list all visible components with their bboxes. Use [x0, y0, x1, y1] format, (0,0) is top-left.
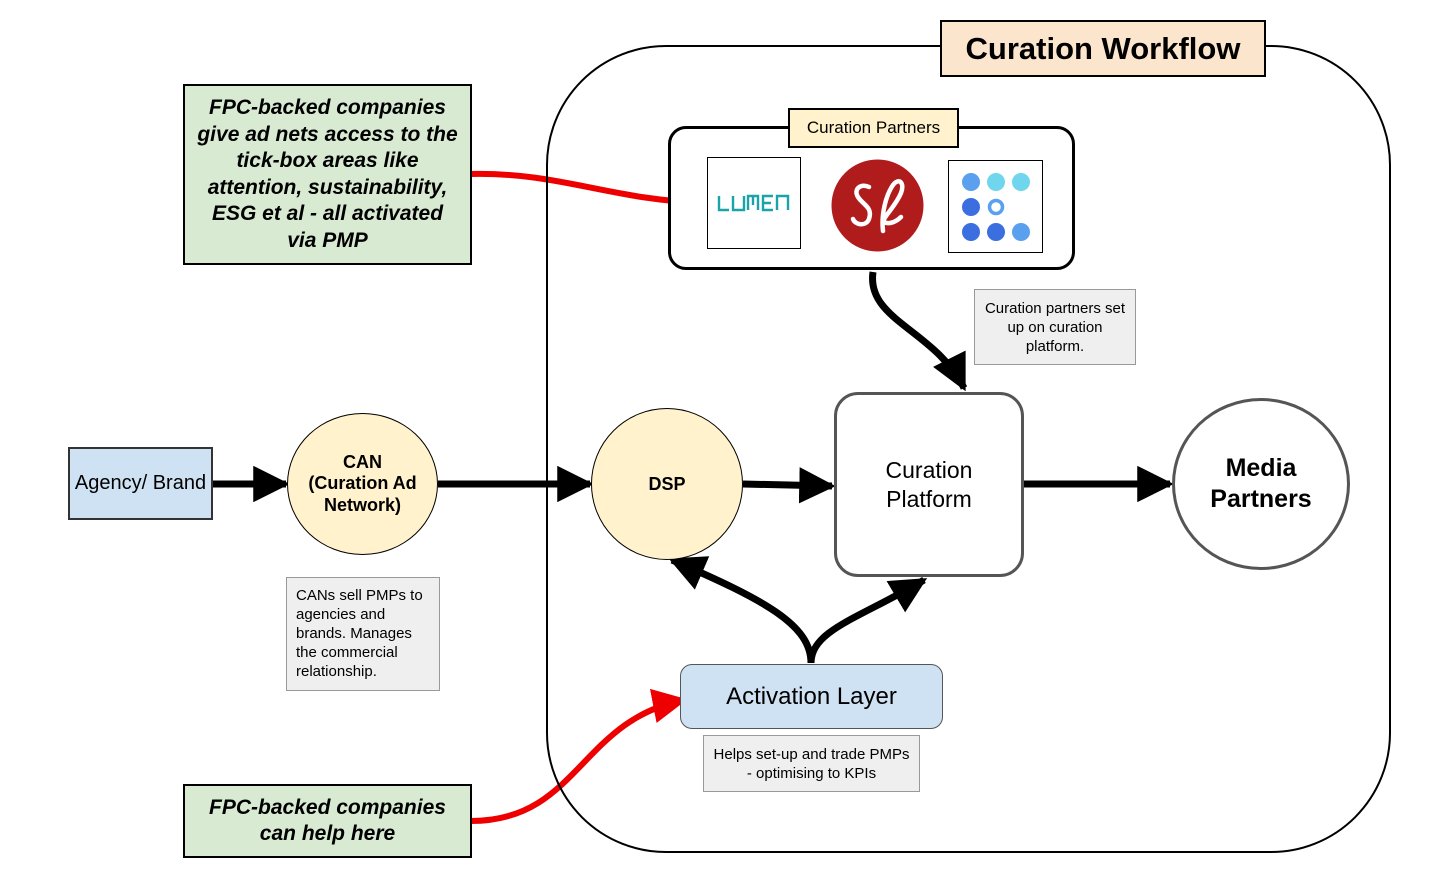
arrow-dsp-to-platform	[742, 467, 836, 504]
curation-platform-label: Curation Platform	[885, 456, 973, 512]
activation-layer-node: Activation Layer	[680, 664, 943, 729]
activation-note: Helps set-up and trade PMPs - optimising…	[703, 735, 920, 792]
workflow-title: Curation Workflow	[940, 20, 1266, 77]
arrow-activation-to-platform	[807, 576, 928, 664]
lumen-logo	[707, 157, 801, 249]
dots-grid-icon	[962, 173, 1030, 241]
cans-note: CANs sell PMPs to agencies and brands. M…	[286, 577, 440, 691]
lumen-wordmark-icon	[717, 194, 790, 212]
fpc-note-top: FPC-backed companies give ad nets access…	[183, 84, 472, 265]
can-node: CAN (Curation Ad Network)	[287, 413, 438, 555]
dsp-node: DSP	[591, 408, 743, 560]
arrow-partners-to-platform	[869, 271, 968, 392]
fpc-note-bottom: FPC-backed companies can help here	[183, 784, 472, 858]
curation-platform-node: Curation Platform	[834, 392, 1024, 577]
agency-brand-node: Agency/ Brand	[68, 447, 213, 520]
media-partners-node: Media Partners	[1172, 398, 1350, 570]
media-partners-label: Media Partners	[1210, 454, 1312, 513]
dots-logo	[948, 160, 1043, 253]
curation-partners-label: Curation Partners	[788, 108, 959, 148]
curation-partners-note: Curation partners set up on curation pla…	[974, 289, 1136, 365]
sl-logo-icon	[831, 159, 924, 252]
sl-logo	[831, 159, 924, 252]
arrow-activation-to-dsp	[668, 556, 815, 664]
